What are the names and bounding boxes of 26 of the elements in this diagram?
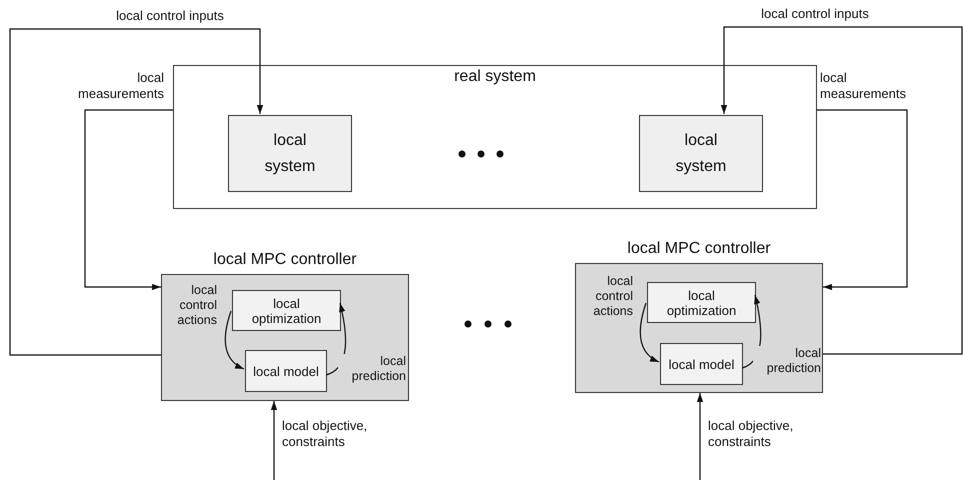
system-frame [173, 65, 817, 209]
controller-title: local MPC controller [212, 251, 358, 269]
arrow [84, 109, 173, 290]
process-box [245, 350, 327, 392]
node-label: local model [668, 356, 734, 372]
arrow [9, 28, 264, 356]
edge-label: local prediction [338, 354, 406, 384]
arrow [270, 401, 278, 480]
process-box [639, 115, 763, 192]
controller-title: local MPC controller [626, 240, 772, 258]
process-box [660, 343, 743, 385]
arrow [224, 310, 244, 370]
frame-title: real system [454, 68, 536, 86]
node-label: local optimization [666, 288, 738, 318]
arrow [640, 302, 660, 363]
node-label: local optimization [250, 296, 322, 326]
node-label: local model [253, 364, 319, 378]
process-box [647, 282, 756, 323]
arrow [817, 109, 908, 290]
process-box [232, 290, 341, 331]
node-label: local system [264, 130, 316, 176]
arrow [720, 26, 963, 355]
edge-label: local prediction [753, 346, 821, 376]
node-label: local system [674, 130, 728, 176]
process-box [228, 115, 352, 192]
arrow [696, 393, 704, 480]
